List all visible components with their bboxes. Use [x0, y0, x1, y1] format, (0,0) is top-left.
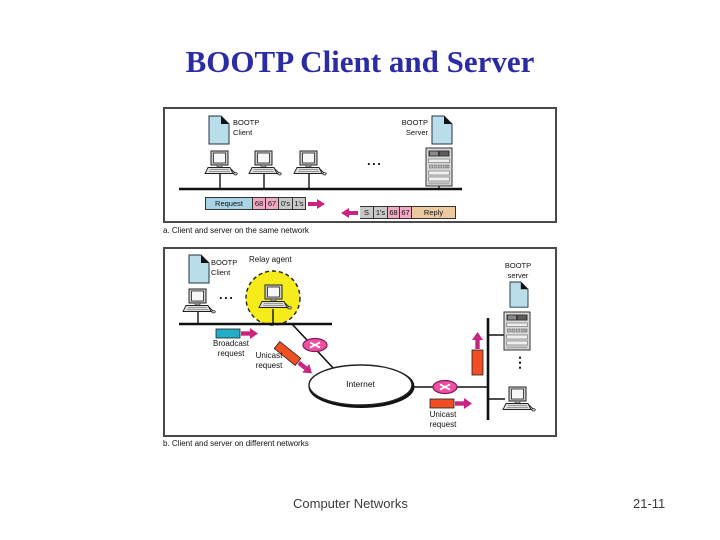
diagram-b-graphics — [179, 254, 536, 420]
server-tower-icon — [425, 147, 453, 187]
left-arrow-icon — [341, 207, 349, 218]
diagram-a-graphics — [179, 115, 462, 191]
ellipsis: ... — [367, 153, 383, 168]
packet-cell: 1's — [374, 206, 388, 219]
slide-title: BOOTP Client and Server — [185, 44, 535, 79]
packet-cell: Request — [205, 197, 253, 210]
packet-cell: S — [360, 206, 374, 219]
unicast-request-arrow-right — [429, 398, 472, 409]
relay-agent-label: Relay agent — [249, 255, 292, 264]
request-packet: Request 68 67 0's 1's — [205, 197, 325, 210]
bootp-server-label: BOOTP Server — [401, 118, 428, 137]
reply-packet: S 1's 68 67 Reply — [341, 206, 456, 219]
server-tower-icon — [503, 311, 531, 351]
internet-label: Internet — [346, 379, 375, 389]
computer-icon — [204, 150, 238, 176]
packet-cell: Reply — [412, 206, 456, 219]
computer-icon — [502, 386, 536, 412]
document-icon — [431, 115, 453, 145]
unicast-request-arrow-left — [273, 340, 316, 378]
unicast-request-label-left: Unicast request — [255, 351, 283, 370]
diagram-a-panel: BOOTP Client BOOTP Server ... Request 68… — [163, 107, 557, 223]
computer-icon — [248, 150, 282, 176]
bootp-client-label: BOOTP Client — [233, 118, 260, 137]
packet-cell: 67 — [400, 206, 412, 219]
bootp-client-label: BOOTP Client — [211, 258, 238, 277]
packet-cell: 0's — [279, 197, 293, 210]
unicast-request-label-right: Unicast request — [429, 410, 457, 429]
router-icon — [302, 337, 328, 353]
packet-cell: 68 — [253, 197, 266, 210]
bootp-server-label: BOOTP server — [504, 261, 532, 280]
unicast-up-arrow — [471, 332, 484, 376]
packet-cell: 68 — [388, 206, 400, 219]
footer-course-name: Computer Networks — [293, 496, 408, 511]
packet-cell: 1's — [293, 197, 306, 210]
document-icon — [208, 115, 230, 145]
broadcast-request-arrow — [215, 328, 258, 339]
caption-b: b. Client and server on different networ… — [163, 439, 309, 448]
router-icon — [432, 379, 458, 395]
computer-icon — [182, 288, 216, 314]
footer-page-number: 21-11 — [633, 496, 666, 511]
computer-icon — [293, 150, 327, 176]
ellipsis: ... — [219, 287, 235, 302]
packet-cell: 67 — [266, 197, 279, 210]
internet-cloud — [308, 364, 413, 406]
caption-a: a. Client and server on the same network — [163, 226, 309, 235]
diagram-b-panel: BOOTP Client Relay agent ... BOOTP serve… — [163, 247, 557, 437]
right-arrow-icon — [308, 201, 317, 206]
document-icon — [509, 281, 529, 308]
vertical-ellipsis: ⋮ — [513, 354, 527, 370]
broadcast-request-label: Broadcast request — [212, 339, 250, 358]
document-icon — [188, 254, 210, 284]
